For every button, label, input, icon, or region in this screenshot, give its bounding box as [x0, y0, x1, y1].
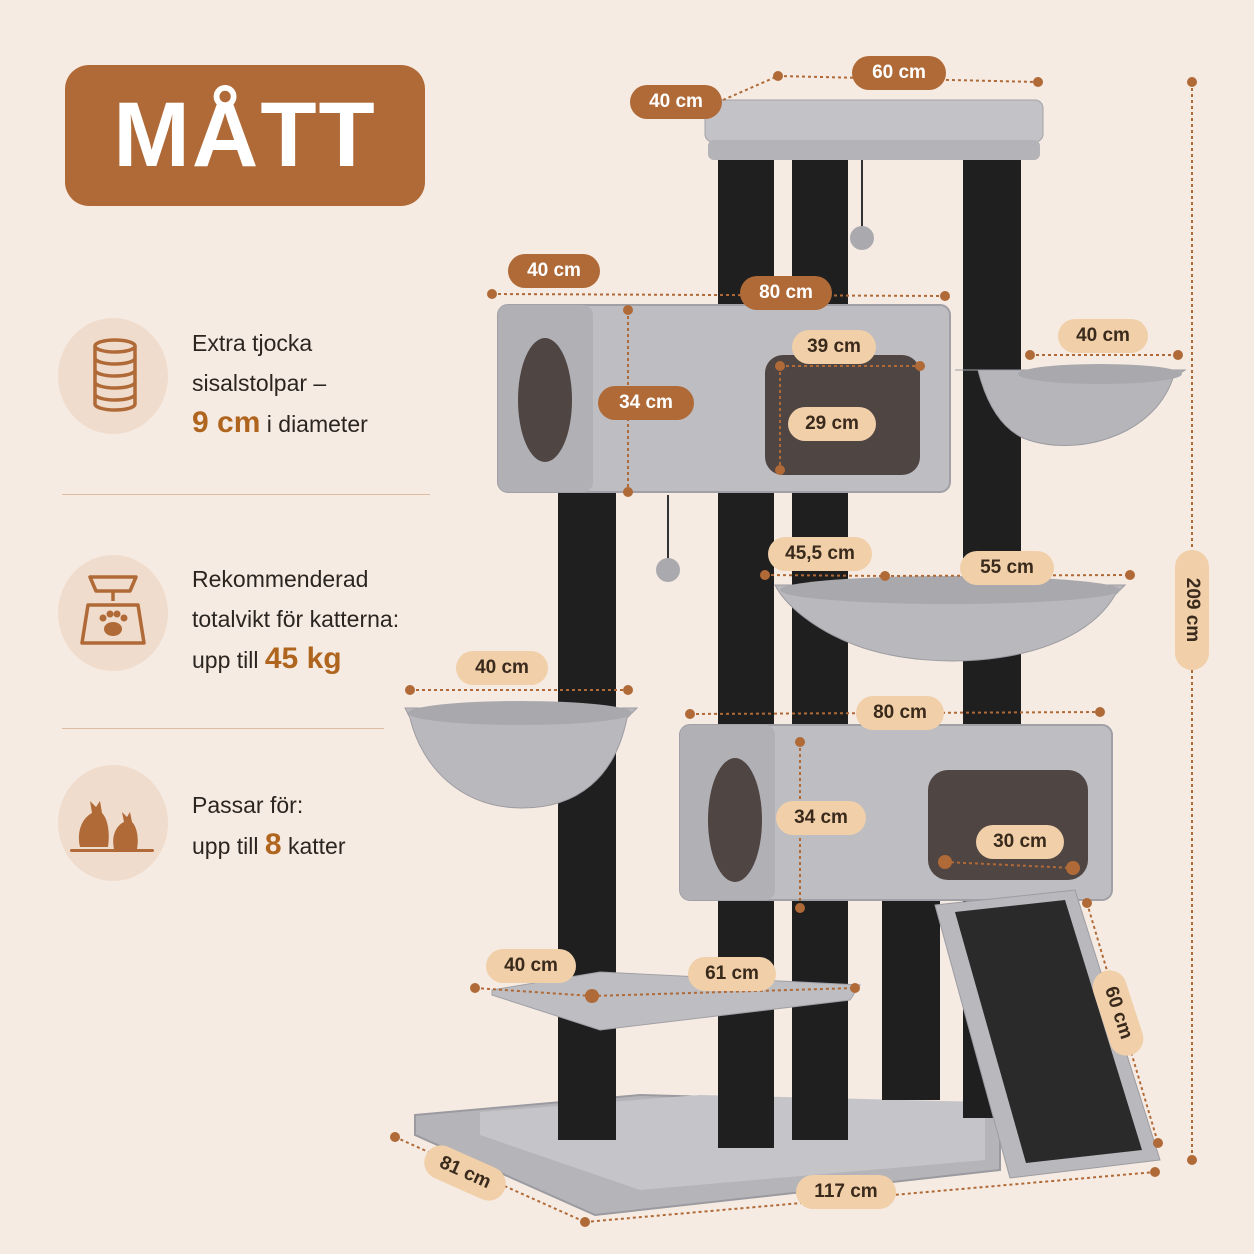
scale-paw-icon [58, 555, 168, 671]
toy-ball [850, 226, 874, 250]
feature-sisal-text: Extra tjocka sisalstolpar – 9 cm i diame… [192, 330, 368, 439]
two-cats-icon [58, 765, 168, 881]
dim-top-depth: 40 cm [630, 85, 722, 119]
dim-middle-basket-depth: 45,5 cm [768, 537, 872, 571]
dim-top-width: 60 cm [852, 56, 946, 90]
dim-lower-door-width: 30 cm [976, 825, 1064, 859]
middle-basket [774, 584, 1127, 662]
left-basket [404, 707, 639, 809]
upper-house-hole [518, 338, 572, 462]
dim-upper-house-height: 34 cm [598, 386, 694, 420]
sisal-post-icon [58, 318, 168, 434]
dim-upper-house-width: 80 cm [740, 276, 832, 310]
right-basket [955, 369, 1187, 446]
divider [62, 728, 384, 729]
top-perch [704, 99, 1044, 143]
dim-lower-house-width: 80 cm [856, 696, 944, 730]
divider [62, 494, 430, 495]
dim-middle-basket-width: 55 cm [960, 551, 1054, 585]
feature-cats-text: Passar för: upp till 8 katter [192, 792, 346, 861]
page-title: MÅTT [113, 84, 377, 186]
lower-house-hole [708, 758, 762, 882]
feature-weight-text: Rekommenderad totalvikt för katterna: up… [192, 566, 400, 675]
dim-upper-door-width: 39 cm [792, 330, 876, 364]
dim-base-width: 117 cm [796, 1175, 896, 1209]
dim-left-basket: 40 cm [456, 651, 548, 685]
dim-platform-width: 61 cm [688, 957, 776, 991]
dimension-dots [390, 71, 1197, 1227]
ramp-scratch [955, 900, 1142, 1163]
dim-total-height: 209 cm [1175, 550, 1209, 670]
dim-lower-house-height: 34 cm [776, 801, 866, 835]
title-badge: MÅTT [65, 65, 425, 206]
dim-platform-depth: 40 cm [486, 949, 576, 983]
dim-upper-house-depth: 40 cm [508, 254, 600, 288]
dim-upper-door-height: 29 cm [788, 407, 876, 441]
dim-right-basket: 40 cm [1058, 319, 1148, 353]
